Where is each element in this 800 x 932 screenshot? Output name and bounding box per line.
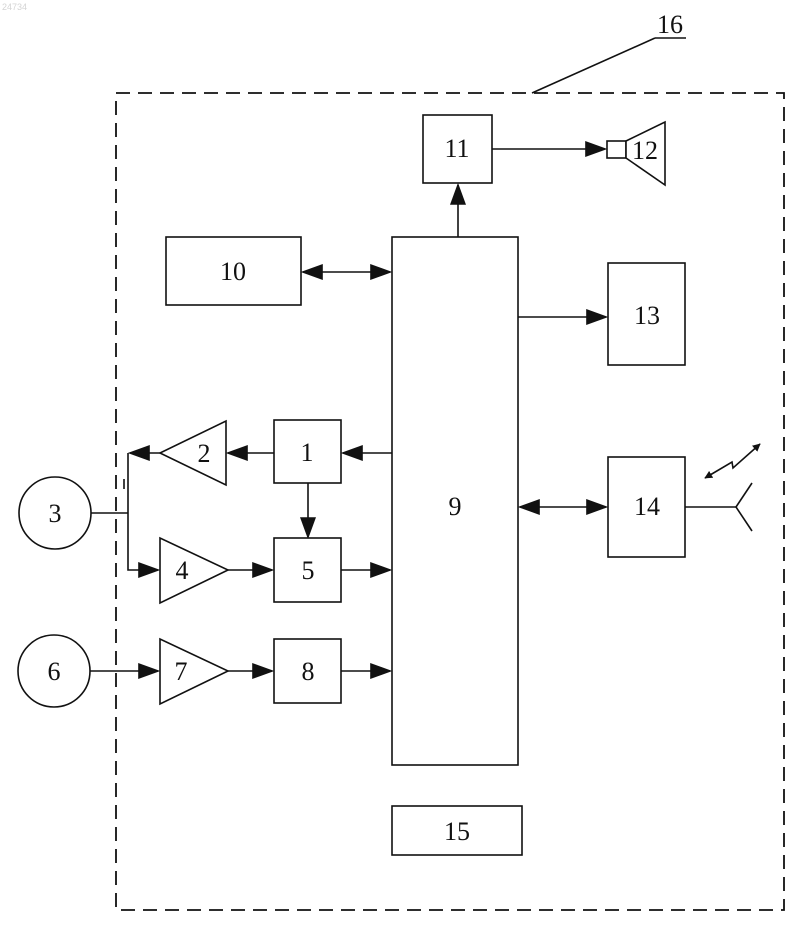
amplifier-7: 7	[160, 639, 228, 704]
block-15: 15	[392, 806, 522, 855]
block-13-label: 13	[634, 301, 660, 330]
sensor-3: 3	[19, 477, 91, 549]
block-10-label: 10	[220, 257, 246, 286]
sensor-3-label: 3	[49, 499, 62, 528]
block-1: 1	[274, 420, 341, 483]
block-8-label: 8	[302, 657, 315, 686]
block-11: 11	[423, 115, 492, 183]
enclosure-label: 16	[657, 10, 683, 39]
block-15-label: 15	[444, 817, 470, 846]
block-5: 5	[274, 538, 341, 602]
sensor-6: 6	[18, 635, 90, 707]
block-1-label: 1	[301, 438, 314, 467]
watermark-text: 24734	[2, 2, 27, 12]
block-9: 9	[392, 237, 518, 765]
wireless-signal-icon	[705, 444, 760, 478]
speaker-12-label: 12	[632, 136, 658, 165]
block-14: 14	[608, 457, 685, 557]
amplifier-7-label: 7	[175, 657, 188, 686]
sensor-3-bus-to-4	[128, 453, 158, 570]
block-9-label: 9	[449, 492, 462, 521]
amplifier-4: 4	[160, 538, 228, 603]
amplifier-2: 2	[160, 421, 226, 485]
block-10: 10	[166, 237, 301, 305]
block-5-label: 5	[302, 556, 315, 585]
block-11-label: 11	[444, 134, 469, 163]
block-13: 13	[608, 263, 685, 365]
block-8: 8	[274, 639, 341, 703]
sensor-6-label: 6	[48, 657, 61, 686]
enclosure-leader-line	[532, 38, 655, 93]
amplifier-2-label: 2	[198, 439, 211, 468]
speaker-12: 12	[492, 122, 665, 185]
block-14-label: 14	[634, 492, 660, 521]
antenna-icon	[685, 483, 752, 531]
amplifier-4-label: 4	[176, 556, 189, 585]
